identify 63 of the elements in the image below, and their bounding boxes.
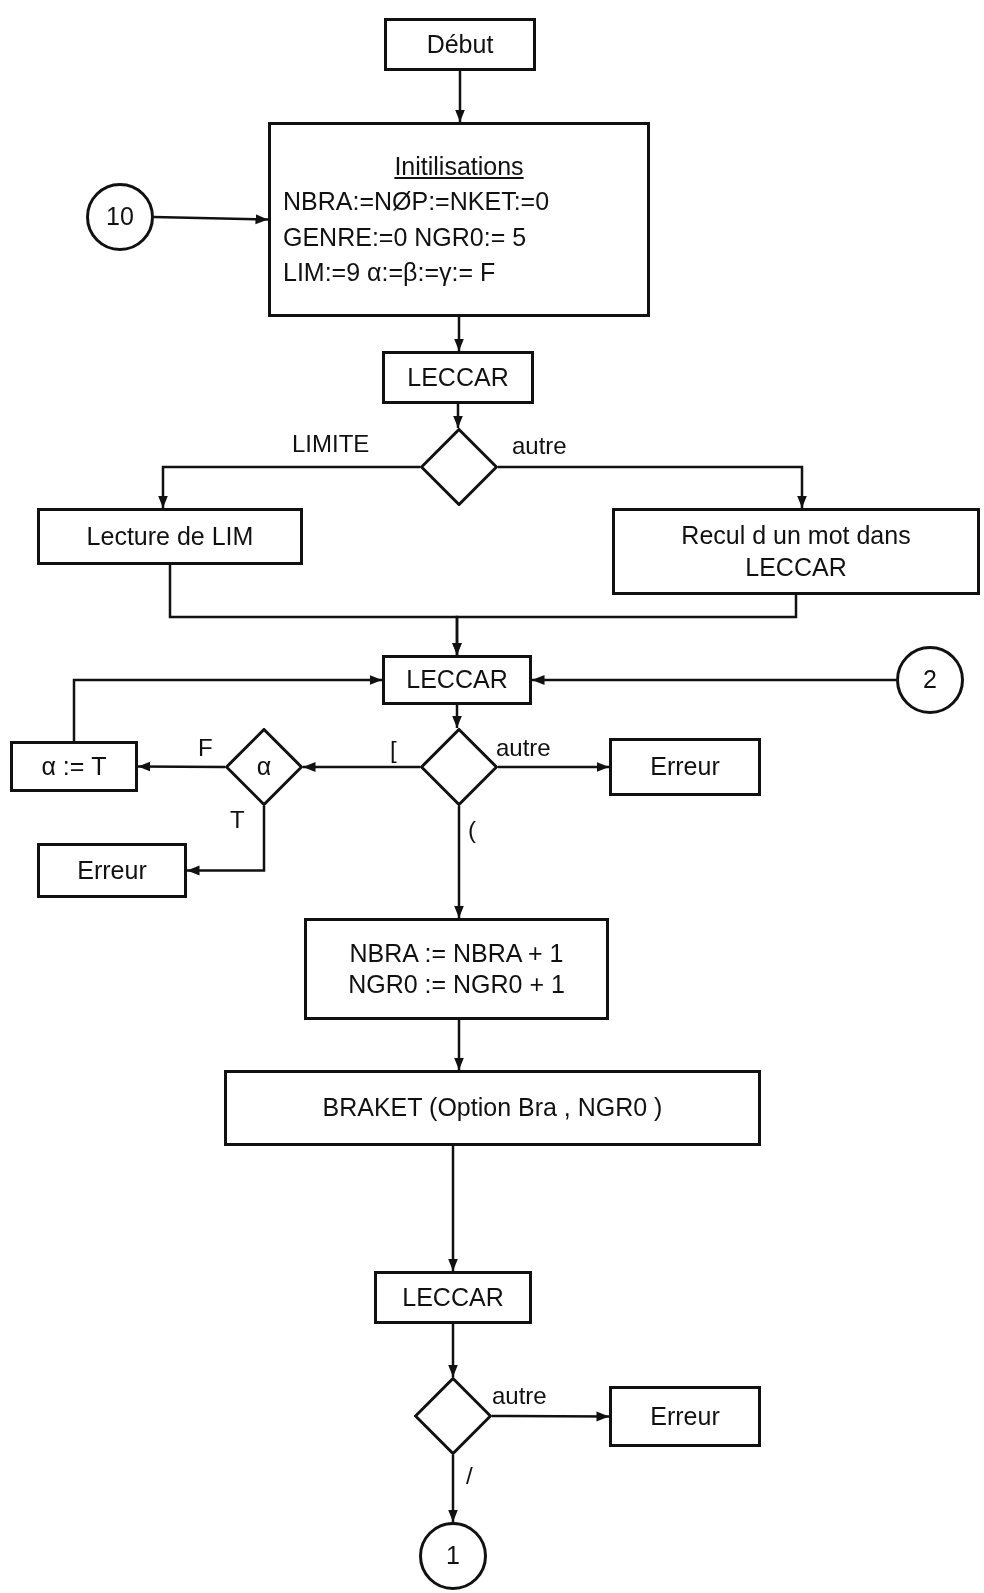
arrow	[303, 762, 420, 772]
node-text: BRAKET (Option Bra , NGR0 )	[322, 1092, 663, 1124]
connector-circle	[86, 183, 154, 251]
process-box	[37, 843, 187, 898]
process-box	[224, 1070, 761, 1146]
process-box	[374, 1271, 532, 1324]
node-text: NBRA := NBRA + 1	[349, 937, 564, 969]
decision-diamond	[414, 1377, 492, 1455]
arrow	[452, 705, 462, 728]
node-text: 1	[446, 1540, 460, 1572]
arrow	[448, 1146, 458, 1271]
arrow	[498, 762, 609, 772]
node-text: LECCAR	[407, 361, 509, 393]
arrow	[455, 71, 465, 122]
process-box	[382, 655, 532, 705]
node-text: 10	[106, 201, 134, 233]
process-box	[382, 351, 534, 404]
connector-circle	[896, 646, 964, 714]
arrow	[454, 1020, 464, 1070]
node-text: NBRA:=NØP:=NKET:=0	[283, 186, 550, 218]
edge-label: (	[466, 818, 478, 842]
arrow	[452, 595, 798, 655]
process-box	[612, 508, 980, 595]
node-text: Début	[426, 28, 494, 60]
heading-text: Initilisations	[394, 151, 524, 182]
arrow	[158, 465, 420, 508]
arrow	[138, 761, 225, 772]
edge-label: [	[388, 738, 399, 762]
decision-diamond	[420, 428, 498, 506]
arrow	[153, 214, 269, 225]
process-box	[609, 1386, 761, 1447]
process-box	[268, 122, 650, 317]
arrow	[492, 1411, 609, 1422]
node-text: Erreur	[77, 854, 147, 886]
arrow	[448, 1455, 458, 1522]
arrow	[532, 675, 896, 685]
arrow	[498, 465, 807, 508]
node-text: GENRE:=0 NGR0:= 5	[283, 221, 527, 253]
arrow	[454, 317, 464, 351]
arrow	[187, 806, 266, 876]
decision-diamond	[420, 728, 498, 806]
decision-diamond	[225, 728, 303, 806]
node-text: Erreur	[650, 1400, 720, 1432]
process-box	[10, 741, 138, 792]
process-box	[37, 508, 303, 565]
node-text: NGR0 := NGR0 + 1	[348, 969, 565, 1000]
node-text: Recul d un mot dans LECCAR	[680, 520, 912, 583]
node-text: LECCAR	[402, 1281, 504, 1313]
node-text: α := T	[41, 750, 107, 782]
node-text: Erreur	[650, 751, 720, 783]
node-text: LECCAR	[406, 664, 508, 696]
arrow	[448, 1324, 458, 1377]
node-text: Lecture de LIM	[86, 520, 254, 552]
arrow	[72, 675, 382, 741]
process-box	[304, 918, 609, 1020]
connector-circle	[419, 1522, 487, 1590]
arrow	[453, 404, 463, 428]
node-text: 2	[923, 664, 937, 696]
process-box	[609, 738, 761, 796]
arrow	[454, 806, 464, 918]
node-text: LIM:=9 α:=β:=γ:= F	[283, 256, 496, 288]
node-text: α	[256, 751, 272, 783]
process-box	[384, 18, 536, 71]
